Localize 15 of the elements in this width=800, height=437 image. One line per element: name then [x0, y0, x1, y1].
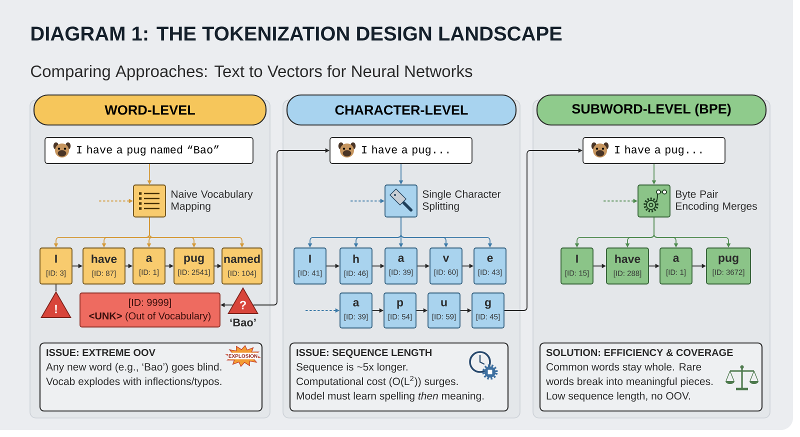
- step-label: Single Character Splitting: [422, 190, 501, 212]
- sentence-box: I have a pug...: [330, 137, 472, 164]
- step-label: Byte Pair Encoding Merges: [676, 190, 757, 212]
- title: DIAGRAM 1: THE TOKENIZATION DESIGN LANDSCAPE: [32, 26, 562, 41]
- word-label: ‘Bao’: [230, 318, 256, 326]
- heading-pill: SUBWORD-LEVEL (BPE): [536, 94, 767, 126]
- heading-pill: WORD-LEVEL: [33, 94, 267, 126]
- sentence-box: I have a pug...: [582, 137, 726, 164]
- note-box: SOLUTION: EFFICIENCY & COVERAGE Common words stay whole. Rare words break into meaningful pieces. Low sequence length, no OOV.: [539, 342, 763, 412]
- note-box: ISSUE: SEQUENCE LENGTH Sequence is ~5x longer. Computational cost (O(L$^{2}$)) surges. Model must learn spelling then meaning.: [289, 342, 509, 412]
- step-label: Naive Vocabulary Mapping: [172, 190, 253, 212]
- unknown-token-box: [ID: 9999] <UNK> (Out of Vocabulary): [80, 292, 220, 328]
- heading-pill: CHARACTER-LEVEL: [286, 94, 517, 126]
- subtitle: Comparing Approaches: Text to Vectors for Neural Networks: [31, 65, 472, 80]
- sentence-box: I have a pug named “Bao”: [44, 137, 254, 164]
